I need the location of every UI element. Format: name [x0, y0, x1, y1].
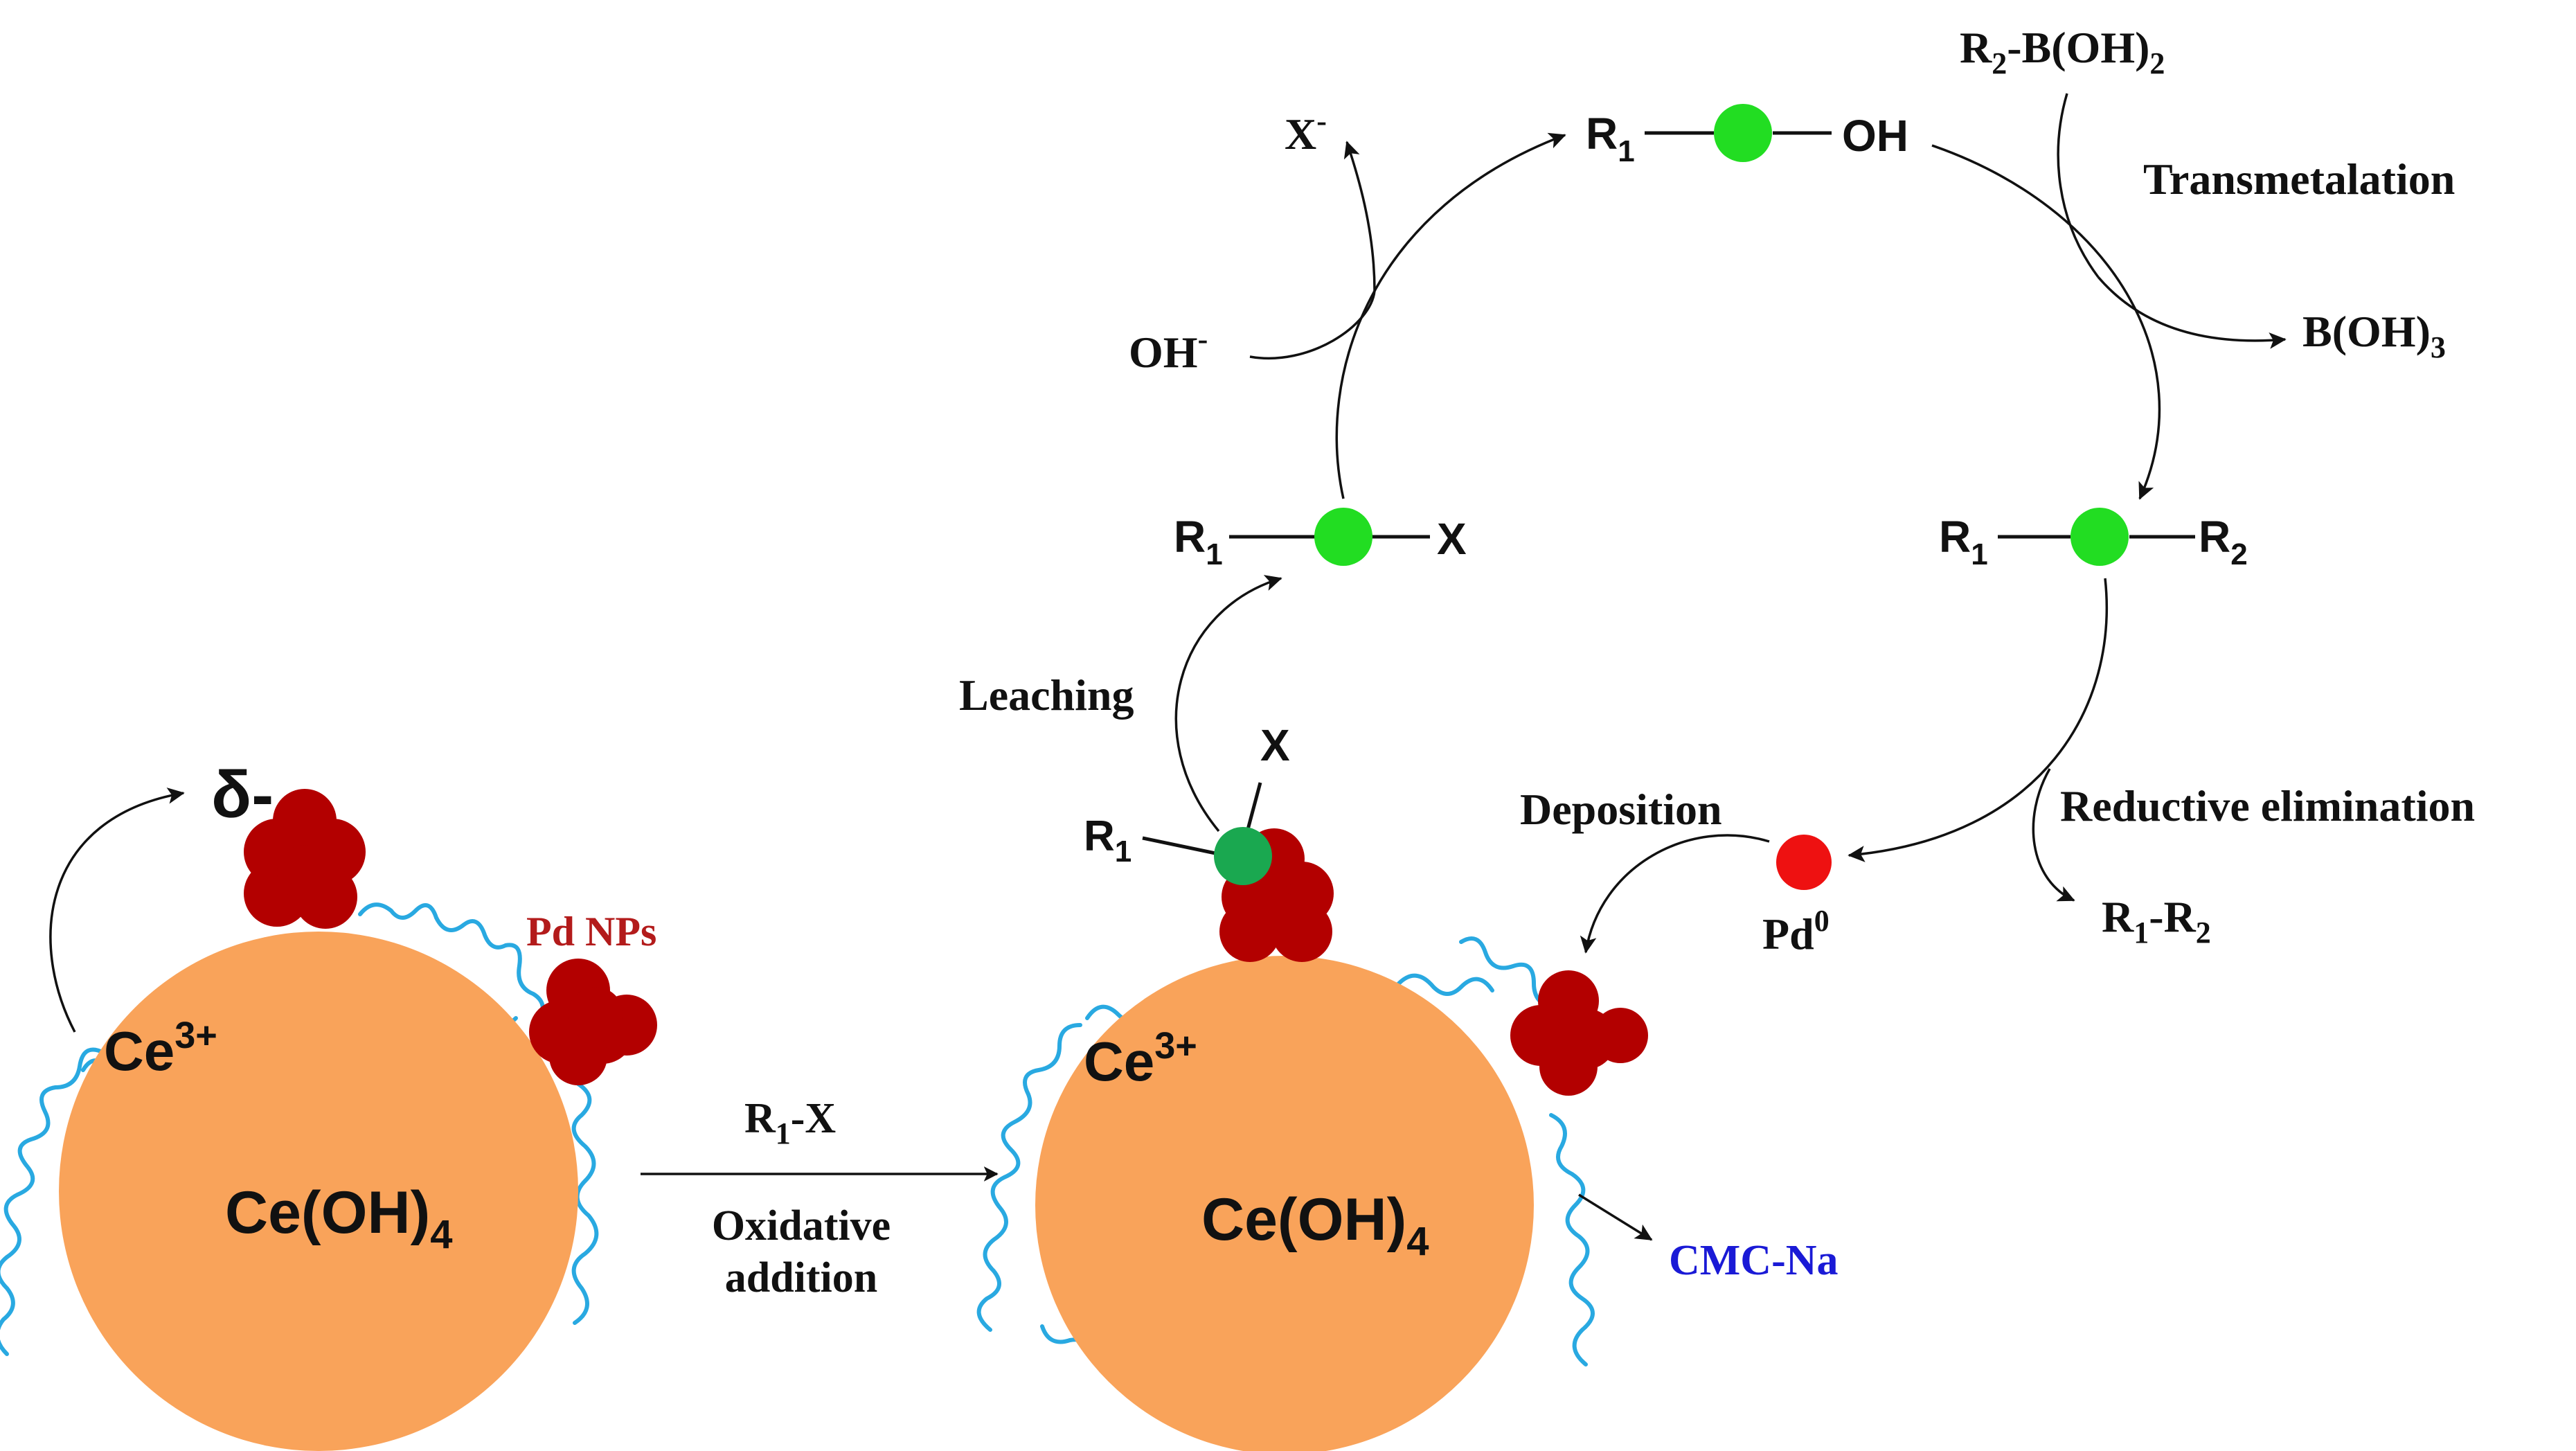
ligand-exchange-arrow — [1335, 132, 1566, 499]
surface-x-bond — [1244, 782, 1262, 835]
left-particle: δ- Ce3+ Ce(OH)4 Pd NPs — [0, 758, 657, 1451]
boric-acid-out-arrow — [2097, 276, 2287, 349]
pd-atom-rr — [2070, 508, 2129, 566]
catalytic-cycle: Leaching R1 X OH- X- — [959, 23, 2475, 959]
right-ceria-sphere — [1035, 956, 1534, 1451]
svg-text:R1: R1 — [1586, 109, 1635, 168]
left-core-label: Ce(OH)4 — [225, 1180, 452, 1257]
svg-text:R2: R2 — [2199, 512, 2248, 571]
x-minus-label: X- — [1285, 104, 1327, 159]
electron-transfer-arrow — [49, 787, 185, 1033]
complex-r1-pd-x: R1 X — [1174, 508, 1467, 571]
left-pd-nanoparticle-top — [244, 789, 366, 929]
deposition-label: Deposition — [1520, 785, 1722, 834]
surface-x-label: X — [1260, 720, 1290, 770]
svg-text:R1: R1 — [1174, 512, 1223, 571]
transmetalation-label: Transmetalation — [2143, 154, 2455, 204]
halide-out-arrow — [1343, 141, 1376, 292]
pd-atom-rx — [1314, 508, 1372, 566]
oh-minus-label: OH- — [1129, 322, 1208, 377]
boronic-acid-label: R2-B(OH)2 — [1960, 23, 2165, 80]
surface-r1-label: R1 — [1084, 812, 1132, 869]
svg-text:OH: OH — [1842, 111, 1908, 161]
boronic-acid-in-arrow — [2057, 93, 2100, 278]
right-ce3-label: Ce3+ — [1084, 1025, 1197, 1092]
reductive-elimination-label: Reductive elimination — [2060, 781, 2475, 830]
left-ceria-sphere — [59, 932, 578, 1451]
right-core-label: Ce(OH)4 — [1201, 1186, 1429, 1264]
transmetalation-arrow — [1931, 144, 2161, 500]
oxidative-label: Oxidative — [712, 1202, 891, 1249]
deposition-arrow — [1580, 834, 1770, 954]
pd-zero-label: Pd0 — [1762, 904, 1830, 959]
svg-text:X: X — [1437, 514, 1467, 564]
left-pd-nanoparticle-right — [529, 959, 657, 1085]
reductive-elimination-arrow — [1848, 578, 2109, 862]
right-particle: R1 X Ce3+ Ce(OH)4 CMC-Na — [976, 720, 1839, 1451]
pd-nps-label: Pd NPs — [526, 909, 656, 954]
cmc-na-label: CMC-Na — [1669, 1237, 1839, 1284]
leaching-arrow — [1174, 575, 1282, 833]
cmc-pointer-arrow — [1578, 1193, 1653, 1241]
reagent-r1x-label: R1-X — [744, 1095, 836, 1150]
product-out-arrow — [2032, 768, 2075, 902]
boric-acid-label: B(OH)3 — [2302, 307, 2446, 364]
complex-r1-pd-oh: R1 OH — [1586, 104, 1908, 168]
surface-r1-bond — [1142, 836, 1219, 856]
pd-atom-oh — [1714, 104, 1772, 162]
leaching-label: Leaching — [959, 670, 1134, 720]
product-r1-r2-label: R1-R2 — [2102, 892, 2211, 950]
left-ce3-label: Ce3+ — [104, 1015, 217, 1082]
delta-minus-label: δ- — [211, 758, 274, 832]
svg-text:R1: R1 — [1939, 512, 1988, 571]
right-pd-nanoparticle-right — [1510, 970, 1648, 1096]
surface-pd-atom — [1214, 827, 1272, 885]
complex-r1-pd-r2: R1 R2 — [1939, 508, 2248, 571]
pd-zero-atom — [1776, 835, 1832, 890]
oxidative-addition-step: R1-X Oxidative addition — [641, 1095, 999, 1301]
addition-label: addition — [725, 1254, 878, 1301]
hydroxide-in-arrow — [1249, 290, 1376, 360]
